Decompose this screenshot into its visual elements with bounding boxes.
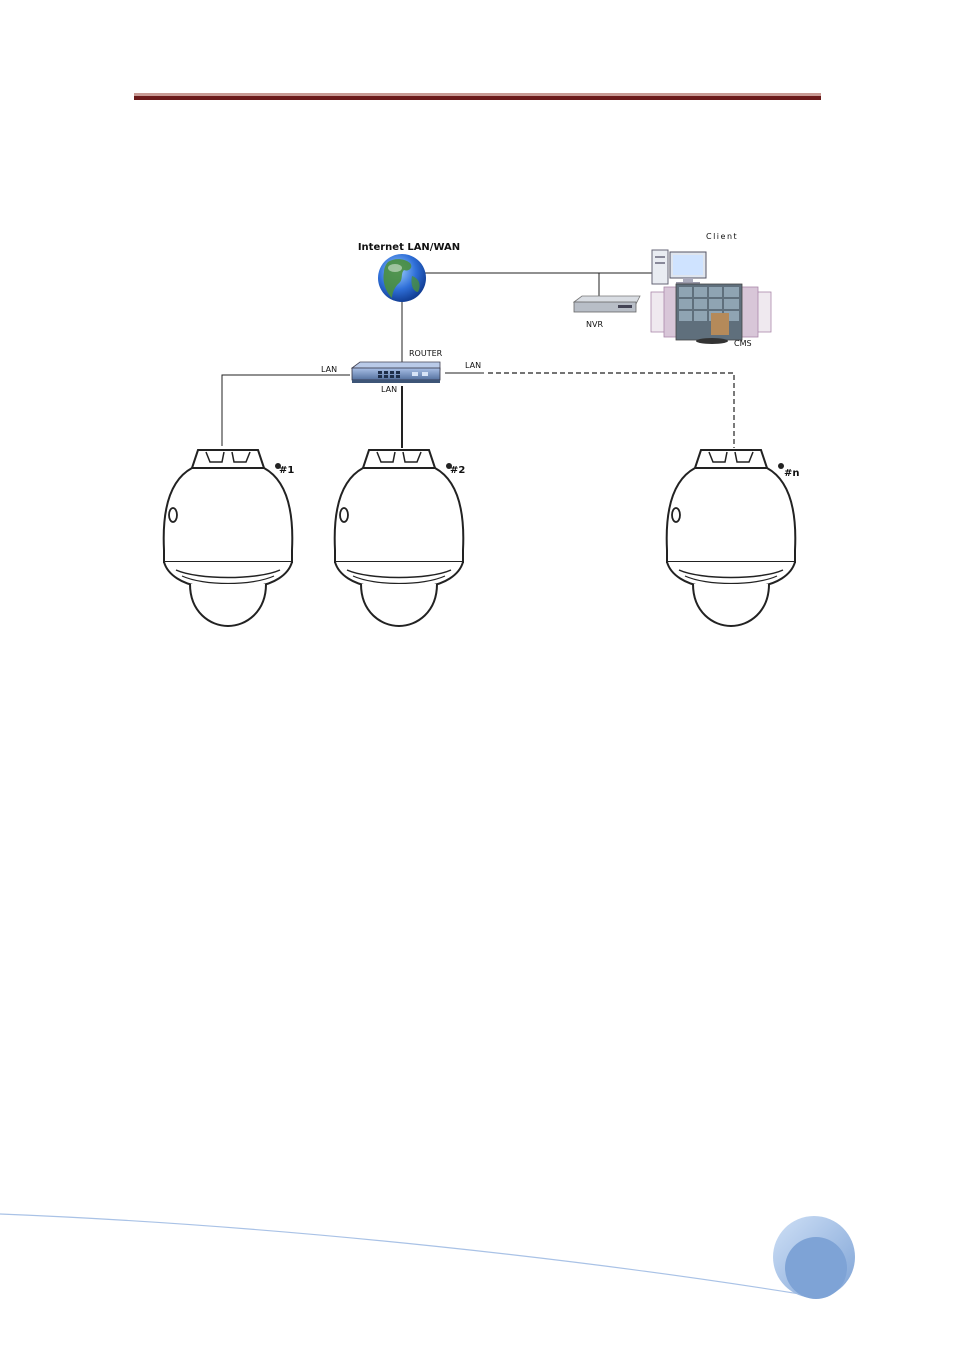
nvr-label: NVR (586, 320, 603, 329)
dome-camera-icon (667, 450, 796, 626)
camera-1-label: #1 (279, 465, 294, 476)
dome-camera-icon (335, 450, 464, 626)
dome-camera-icon (164, 450, 293, 626)
internet-node: Internet LAN/WAN (358, 242, 460, 302)
video-wall-icon (651, 284, 771, 344)
lan-right-label: LAN (465, 361, 481, 370)
cms-node: CMS (651, 284, 771, 348)
computer-icon (652, 250, 706, 285)
camera-2: #2 (335, 450, 466, 626)
nvr-node: NVR (574, 296, 640, 329)
header-rule (134, 93, 821, 100)
router-node: ROUTER (352, 349, 443, 383)
lan-center-label: LAN (381, 385, 397, 394)
router-to-camera-1-line (222, 375, 350, 446)
camera-n-label: #n (784, 468, 800, 479)
nvr-device-icon (574, 296, 640, 312)
cms-label: CMS (734, 339, 752, 348)
client-label: Client (706, 232, 738, 241)
camera-2-label: #2 (450, 465, 465, 476)
camera-1: #1 (164, 450, 295, 626)
footer-decoration (0, 1214, 855, 1299)
client-node: Client (652, 232, 738, 285)
globe-icon (378, 254, 426, 302)
router-to-camera-n-dashed-line (488, 373, 734, 448)
lan-left-label: LAN (321, 365, 337, 374)
camera-n: #n (667, 450, 800, 626)
footer-circle-inner (785, 1237, 847, 1299)
internet-label: Internet LAN/WAN (358, 242, 460, 253)
router-label: ROUTER (409, 349, 443, 358)
router-icon (352, 362, 440, 383)
